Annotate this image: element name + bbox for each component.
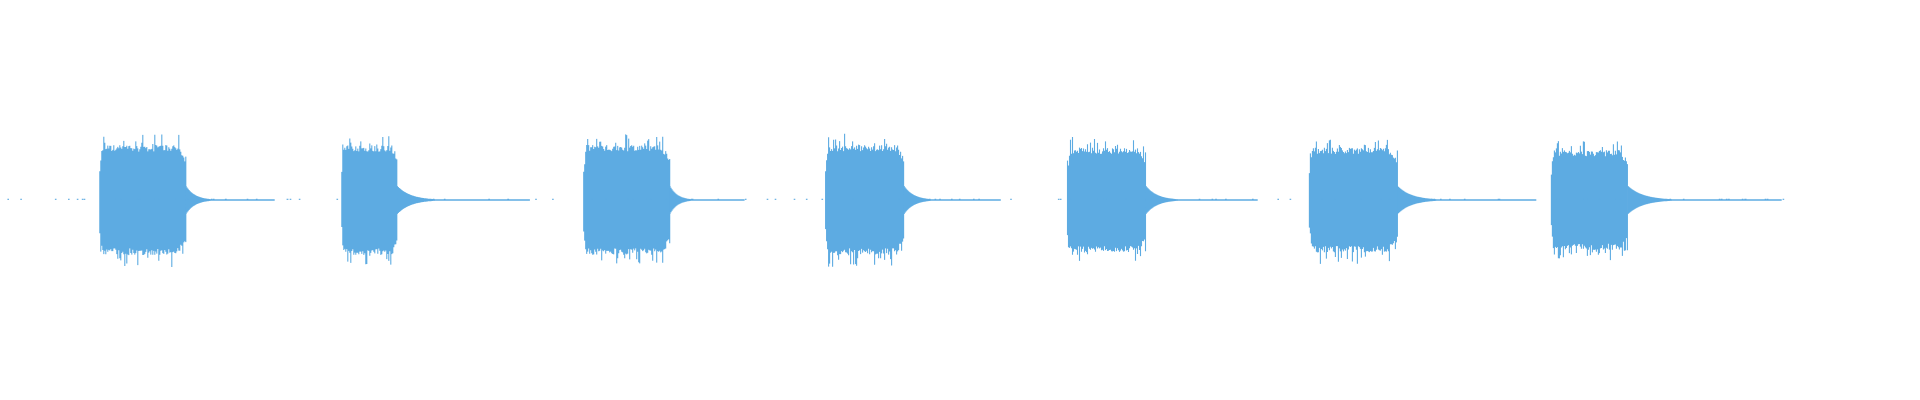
burst-2-decay-tail	[396, 186, 530, 214]
burst-3-decay-tail	[669, 186, 745, 214]
burst-6-decay-tail	[1397, 186, 1537, 214]
waveform-bursts	[99, 133, 1782, 267]
burst-4-decay-tail	[903, 186, 1001, 214]
burst-2-body	[341, 136, 398, 265]
burst-7-body	[1550, 141, 1628, 261]
burst-5-body	[1066, 137, 1147, 261]
burst-1-body	[99, 134, 187, 267]
burst-5-decay-tail	[1145, 186, 1258, 214]
burst-1-decay-tail	[185, 186, 275, 214]
burst-6-body	[1308, 139, 1398, 264]
burst-4-body	[825, 133, 905, 267]
burst-3-body	[583, 134, 671, 264]
burst-7-decay-tail	[1627, 186, 1782, 214]
